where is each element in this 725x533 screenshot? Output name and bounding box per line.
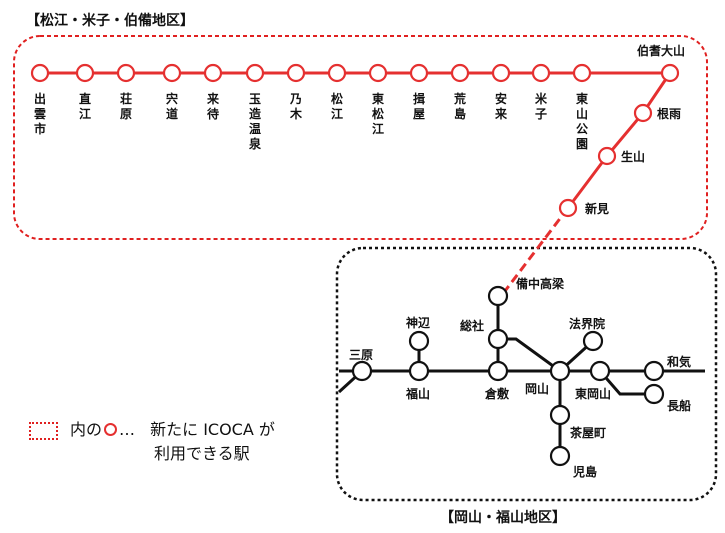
- station-shobara: [116, 63, 136, 83]
- legend-ellipsis: …: [119, 420, 136, 439]
- station-matsue: [327, 63, 347, 83]
- label-izumoshi: 出雲市: [34, 91, 46, 136]
- label-shoyama: 生山: [621, 149, 645, 164]
- station-wake: [643, 360, 665, 382]
- station-bitchu-takahashi: [487, 285, 509, 307]
- station-okayama: [549, 360, 571, 382]
- station-kurashiki: [487, 360, 509, 382]
- ako-line: [598, 370, 654, 396]
- station-kimachi: [203, 63, 223, 83]
- label-wake: 和気: [666, 354, 691, 369]
- label-matsue: 松江: [331, 91, 343, 121]
- label-arashima: 荒島: [453, 91, 466, 121]
- legend-line-1: 内の … 新たに ICOCA が: [70, 418, 275, 442]
- station-arashima: [450, 63, 470, 83]
- legend-line-2: 利用できる駅: [70, 442, 275, 466]
- station-yasugi: [491, 63, 511, 83]
- station-tamatsukuri-onsen: [245, 63, 265, 83]
- label-shobara: 荘原: [120, 91, 132, 121]
- station-higashiyama-koen: [572, 63, 592, 83]
- label-shinji: 宍道: [166, 91, 178, 121]
- label-soja: 総社: [460, 318, 484, 333]
- matsue-region-title: 【松江・米子・伯備地区】: [26, 12, 194, 29]
- hakubi-line-dashed: [503, 207, 570, 292]
- station-hokaiin: [582, 330, 604, 352]
- label-kurashiki: 倉敷: [484, 386, 510, 401]
- legend-line1-text: 新たに ICOCA が: [150, 420, 275, 439]
- station-shinji: [162, 63, 182, 83]
- station-iya: [409, 63, 429, 83]
- station-shoyama: [597, 146, 617, 166]
- station-nogi: [286, 63, 306, 83]
- label-nogi: 乃木: [289, 92, 303, 121]
- label-niimi: 新見: [585, 201, 609, 216]
- label-yasugi: 安来: [494, 91, 508, 121]
- kibi-line: [498, 337, 561, 373]
- okayama-region-title: 【岡山・福山地区】: [440, 509, 566, 526]
- label-mihara: 三原: [349, 348, 373, 362]
- label-naoe: 直江: [79, 91, 91, 121]
- station-mihara: [351, 360, 373, 382]
- label-kannabe: 神辺: [406, 315, 430, 330]
- label-kojima: 児島: [572, 464, 597, 479]
- station-fukuyama: [408, 360, 430, 382]
- label-higashi-matsue: 東松江: [372, 91, 384, 136]
- station-yonago: [531, 63, 551, 83]
- station-soja: [487, 328, 509, 350]
- station-chayamachi: [549, 404, 571, 426]
- label-higashi-okayama: 東岡山: [575, 386, 611, 401]
- label-neu: 根雨: [657, 106, 681, 121]
- station-osafune: [643, 383, 665, 405]
- legend-red-circle-icon: [104, 423, 118, 436]
- legend: 内の … 新たに ICOCA が 利用できる駅: [70, 418, 275, 466]
- label-higashiyama-koen: 東山公園: [576, 91, 588, 151]
- station-kojima: [549, 445, 571, 467]
- label-osafune: 長船: [667, 398, 691, 413]
- label-fukuyama: 福山: [405, 386, 430, 401]
- label-bitchu-takahashi: 備中高梁: [516, 276, 564, 291]
- matsue-region-box: [13, 35, 708, 240]
- station-naoe: [75, 63, 95, 83]
- station-kannabe: [408, 330, 430, 352]
- label-hokaiin: 法界院: [569, 316, 605, 331]
- station-neu: [633, 103, 653, 123]
- label-okayama: 岡山: [525, 381, 549, 396]
- label-hoki-daisen: 伯耆大山: [637, 43, 685, 58]
- legend-dotted-box: [29, 422, 58, 440]
- station-niimi: [558, 198, 578, 218]
- okayama-region-box: [335, 246, 718, 502]
- label-kimachi: 来待: [206, 91, 220, 121]
- station-higashi-okayama: [589, 360, 611, 382]
- legend-prefix: 内の: [70, 420, 103, 439]
- label-yonago: 米子: [535, 91, 548, 121]
- label-chayamachi: 茶屋町: [569, 425, 606, 440]
- station-hoki-daisen: [660, 63, 680, 83]
- label-tamatsukuri-onsen: 玉造温泉: [249, 92, 262, 151]
- hakubi-line-solid: [566, 72, 672, 209]
- label-iya: 揖屋: [413, 91, 425, 121]
- legend-line2-text: 利用できる駅: [154, 444, 250, 463]
- station-higashi-matsue: [368, 63, 388, 83]
- station-izumoshi: [30, 63, 50, 83]
